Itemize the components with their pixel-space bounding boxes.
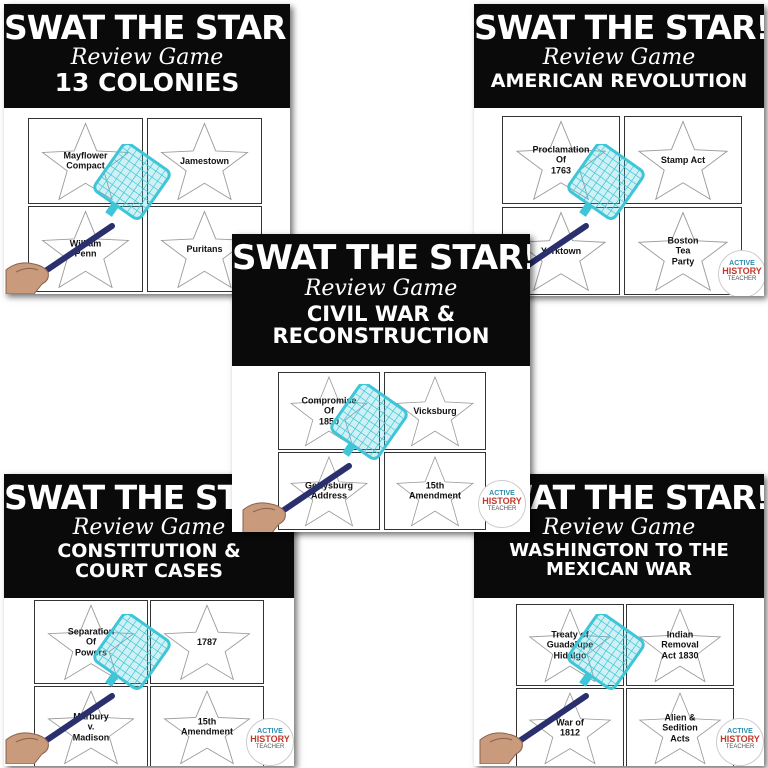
cover-header: SWAT THE STAR! Review Game WASHINGTON TO… [474,474,764,598]
star-outline-icon [638,608,722,683]
star-card: 1787 [150,600,264,684]
cover-subtitle: Review Game [72,515,226,540]
cover-title: SWAT THE STAR! [232,238,530,278]
star-card-label: William Penn [69,238,102,259]
cover-topic: CONSTITUTION & COURT CASES [57,540,241,582]
cover-subtitle: Review Game [542,515,696,540]
star-card: Indian Removal Act 1830 [626,604,734,686]
star-card: Treaty of Guadalupe Hidalgo [516,604,624,686]
star-outline-icon [163,690,251,765]
cover-header: SWAT THE STAR! Review Game AMERICAN REVO… [474,4,764,108]
star-card: Separation Of Powers [34,600,148,684]
cover-topic: WASHINGTON TO THE MEXICAN WAR [509,540,729,580]
star-card-label: Mayflower Compact [63,150,108,171]
star-card-label: Indian Removal Act 1830 [661,629,699,661]
star-outline-icon [637,120,729,201]
star-card-label: 15th Amendment [408,480,461,501]
star-card: Vicksburg [384,372,486,450]
star-card: Marbury v. Madison [34,686,148,766]
star-outline-icon [637,211,729,292]
star-card: William Penn [28,206,143,292]
star-card-label: Vicksburg [413,405,457,416]
cover-header: SWAT THE STAR! Review Game CIVIL WAR & R… [232,234,530,366]
cover-topic: 13 COLONIES [54,68,240,97]
product-cover-civil-war: SWAT THE STAR! Review Game CIVIL WAR & R… [232,234,530,532]
star-card: Mayflower Compact [28,118,143,204]
star-card: Jamestown [147,118,262,204]
star-card-label: Marbury v. Madison [72,711,110,743]
cover-subtitle: Review Game [304,276,458,301]
cover-subtitle: Review Game [542,45,696,70]
star-card: Proclamation Of 1763 [502,116,620,204]
cover-subtitle: Review Game [70,45,224,70]
cover-header: SWAT THE STAR! Review Game 13 COLONIES [4,4,290,108]
star-card-label: Gettysburg Address [304,480,353,501]
cover-title: SWAT THE STAR! [474,8,764,47]
star-card: Alien & Sedition Acts [626,688,734,766]
star-card-label: Boston Tea Party [667,235,699,267]
star-card-label: Treaty of Guadalupe Hidalgo [546,629,594,661]
star-card-label: Jamestown [179,155,230,166]
star-card: Gettysburg Address [278,452,380,530]
star-card-label: Puritans [186,243,223,254]
cover-topic: AMERICAN REVOLUTION [490,70,748,92]
cover-title: SWAT THE STAR! [4,8,290,47]
star-card: Compromise Of 1850 [278,372,380,450]
star-card-label: Proclamation Of 1763 [532,144,590,176]
product-cover-13-colonies: SWAT THE STAR! Review Game 13 COLONIES M… [4,4,290,294]
star-card: Stamp Act [624,116,742,204]
star-outline-icon [395,455,475,527]
star-outline-icon [163,604,251,681]
star-card-label: War of 1812 [556,717,584,738]
star-card-label: Separation Of Powers [67,626,115,658]
star-card-label: Stamp Act [660,154,706,165]
star-outline-icon [160,122,249,201]
star-card-label: 1787 [196,636,218,647]
star-card: 15th Amendment [384,452,486,530]
star-card: War of 1812 [516,688,624,766]
star-outline-icon [638,692,722,765]
star-card-label: 15th Amendment [180,716,233,737]
star-card-label: Alien & Sedition Acts [662,712,698,744]
star-card: 15th Amendment [150,686,264,766]
star-card-label: Compromise Of 1850 [301,395,357,427]
cover-topic: CIVIL WAR & RECONSTRUCTION [272,302,490,349]
